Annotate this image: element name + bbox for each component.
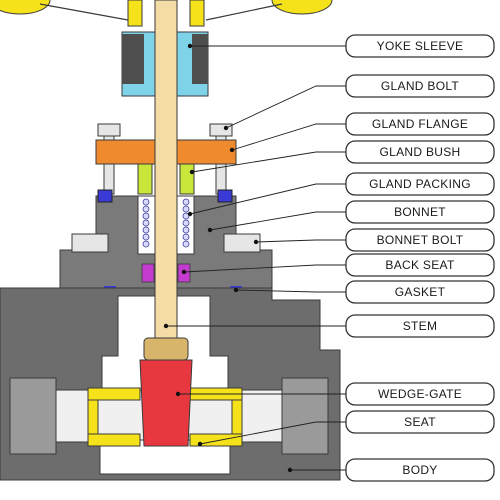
- yoke-sleeve-left-shade: [122, 34, 144, 84]
- label-back-seat: BACK SEAT: [385, 258, 455, 272]
- label-gland-packing: GLAND PACKING: [369, 177, 471, 191]
- packing-ring: [142, 198, 150, 206]
- gland-nut-left: [97, 189, 113, 203]
- packing-ring: [142, 226, 150, 234]
- packing-ring: [182, 198, 190, 206]
- leader-dot-stem: [163, 323, 169, 329]
- gland-packing-part: [142, 198, 190, 248]
- stem-shaft: [154, 0, 178, 351]
- label-box-wedge-gate: [345, 382, 495, 406]
- gland-bush-left: [137, 163, 153, 195]
- label-box-gland-packing: [345, 172, 495, 196]
- label-box-stem: [345, 314, 495, 338]
- handwheel: [0, 0, 333, 27]
- packing-ring: [182, 240, 190, 248]
- handwheel-spoke-left: [39, 3, 129, 21]
- label-box-gasket: [345, 280, 495, 304]
- label-seat: SEAT: [404, 415, 436, 429]
- stem-part: [143, 0, 189, 361]
- label-wedge-gate: WEDGE-GATE: [378, 387, 462, 401]
- label-box-back-seat: [345, 253, 495, 277]
- leader-line-bonnet: [209, 211, 346, 231]
- leader-line-bonnet-bolt: [255, 239, 346, 243]
- packing-ring: [182, 205, 190, 213]
- leader-line-gland-bush: [191, 151, 346, 173]
- end-socket-left: [9, 377, 57, 455]
- leader-line-gland-flange: [231, 123, 346, 151]
- handwheel-spoke-right: [205, 3, 283, 21]
- label-yoke-sleeve: YOKE SLEEVE: [377, 39, 464, 53]
- packing-ring: [142, 219, 150, 227]
- seat-part: [87, 387, 243, 447]
- packing-ring: [142, 240, 150, 248]
- handwheel-right-rim: [271, 0, 333, 15]
- leader-line-back-seat: [183, 264, 346, 273]
- label-box-gland-bush: [345, 140, 495, 164]
- handwheel-left-rim: [0, 0, 51, 15]
- bonnet-bolt-nut-left: [71, 233, 109, 253]
- wedge-gate-part: [139, 359, 193, 447]
- label-stem: STEM: [403, 319, 438, 333]
- leader-dot-body: [287, 467, 293, 473]
- leader-dot-back-seat: [181, 269, 187, 275]
- leader-dot-gasket: [233, 287, 239, 293]
- leader-line-gasket: [235, 289, 346, 293]
- yoke-nut-left: [127, 0, 143, 27]
- leader-dot-gland-packing: [187, 211, 193, 217]
- leader-line-gland-bolt: [225, 85, 346, 129]
- leader-dot-yoke-sleeve: [187, 43, 193, 49]
- label-bonnet: BONNET: [394, 205, 446, 219]
- label-gasket: GASKET: [395, 285, 446, 299]
- seat-bottom-right: [189, 433, 243, 447]
- label-gland-bush: GLAND BUSH: [379, 145, 460, 159]
- label-box-bonnet-bolt: [345, 228, 495, 252]
- label-box-gland-bolt: [345, 74, 495, 98]
- leader-dot-gland-bolt: [223, 125, 229, 131]
- leader-dot-bonnet: [207, 227, 213, 233]
- gland-bolt-left-head: [97, 123, 121, 137]
- gland-bolt-right-head: [209, 123, 233, 137]
- packing-ring: [182, 219, 190, 227]
- leader-line-seat: [199, 421, 346, 445]
- label-box-bonnet: [345, 200, 495, 224]
- packing-ring: [142, 233, 150, 241]
- packing-ring: [182, 233, 190, 241]
- leader-dot-seat: [197, 441, 203, 447]
- seat-bottom-left: [87, 433, 141, 447]
- label-box-yoke-sleeve: [345, 34, 495, 58]
- leader-dot-gland-flange: [229, 147, 235, 153]
- packing-ring: [142, 212, 150, 220]
- label-box-body: [345, 458, 495, 482]
- label-gland-flange: GLAND FLANGE: [372, 117, 468, 131]
- stem-head: [143, 337, 189, 361]
- label-box-seat: [345, 410, 495, 434]
- packing-ring: [182, 226, 190, 234]
- leader-dot-wedge-gate: [175, 391, 181, 397]
- leader-line-gland-packing: [189, 183, 346, 215]
- seat-ring-left: [87, 399, 99, 435]
- seat-ring-right: [231, 399, 243, 435]
- end-socket-right: [281, 377, 329, 455]
- label-box-gland-flange: [345, 112, 495, 136]
- label-body: BODY: [402, 463, 437, 477]
- back-seat-left: [141, 263, 155, 283]
- label-gland-bolt: GLAND BOLT: [381, 79, 459, 93]
- packing-ring: [182, 212, 190, 220]
- seat-top-left: [87, 387, 141, 401]
- leader-dot-bonnet-bolt: [253, 239, 259, 245]
- gland-nut-right: [217, 189, 233, 203]
- label-boxes: YOKE SLEEVE GLAND BOLT GLAND FLANGE GLAND B…: [163, 34, 495, 482]
- bonnet-bolt-nut-right: [223, 233, 261, 253]
- yoke-sleeve-right-shade: [192, 34, 208, 84]
- label-bonnet-bolt: BONNET BOLT: [377, 233, 464, 247]
- yoke-nut-right: [189, 0, 205, 27]
- packing-ring: [142, 205, 150, 213]
- leader-dot-gland-bush: [189, 169, 195, 175]
- gland-bush-right: [179, 163, 195, 195]
